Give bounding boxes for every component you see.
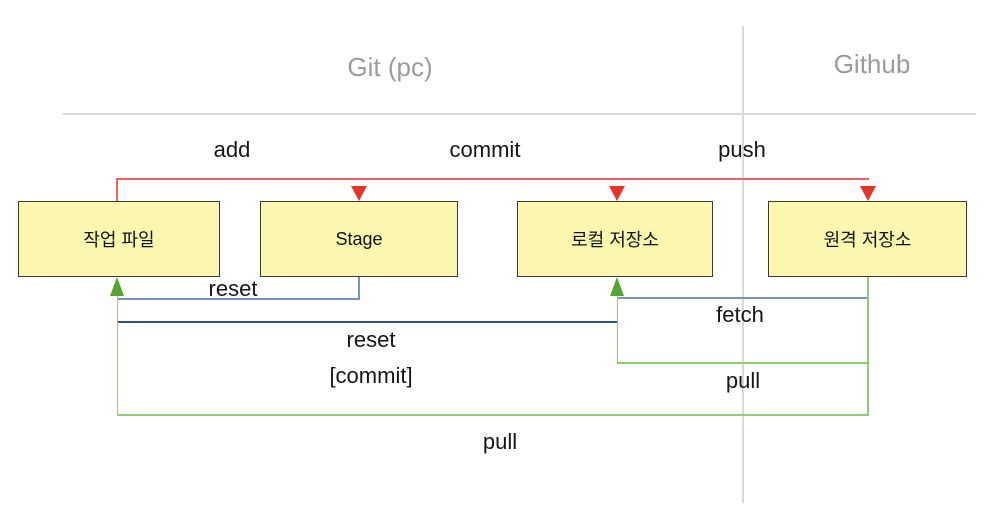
edge-label-add: add xyxy=(213,137,251,162)
edge-pull-mid-vertical-segment xyxy=(616,296,618,363)
green-arrowhead-local-repo-icon xyxy=(610,277,624,296)
section-title-git-pc: Git (pc) xyxy=(347,52,433,82)
edge-label-fetch: fetch xyxy=(716,302,764,327)
edge-red-horizontal-segment xyxy=(116,178,869,180)
node-remote-repo: 원격 저장소 xyxy=(768,201,967,277)
node-stage-label: Stage xyxy=(335,228,383,249)
edge-label-reset-commit-line2: [commit] xyxy=(329,363,413,388)
node-working-files: 작업 파일 xyxy=(18,201,220,277)
section-divider-line xyxy=(742,26,744,503)
green-arrowhead-working-files-icon xyxy=(110,277,124,296)
node-stage: Stage xyxy=(260,201,458,277)
section-title-github: Github xyxy=(833,49,911,79)
edge-label-pull-bottom: pull xyxy=(482,429,518,454)
header-divider-line xyxy=(63,113,976,115)
node-local-repo: 로컬 저장소 xyxy=(517,201,713,277)
edge-reset-horizontal-segment xyxy=(117,298,360,300)
node-working-files-label: 작업 파일 xyxy=(83,230,155,250)
edge-reset-commit-horizontal-segment xyxy=(117,321,618,323)
red-arrowhead-stage-icon xyxy=(351,186,367,201)
edge-pull-mid-horizontal-segment xyxy=(616,362,869,364)
node-remote-repo-label: 원격 저장소 xyxy=(823,230,912,250)
edge-label-reset-stage: reset xyxy=(208,276,258,301)
edge-label-push: push xyxy=(718,137,766,162)
edge-label-reset-commit-line1: reset xyxy=(346,327,396,352)
red-arrowhead-remote-repo-icon xyxy=(860,186,876,201)
edge-pull-bottom-horizontal-segment xyxy=(116,414,869,416)
edge-fetch-horizontal-segment xyxy=(617,297,868,299)
edge-red-vertical-segment xyxy=(116,179,118,202)
node-local-repo-label: 로컬 저장소 xyxy=(571,230,659,250)
edge-label-pull-mid: pull xyxy=(725,368,761,393)
red-arrowhead-local-repo-icon xyxy=(609,186,625,201)
edge-reset-vertical-segment xyxy=(358,277,360,299)
edge-pull-right-vertical-segment xyxy=(867,277,869,415)
edge-pull-left-vertical-segment xyxy=(116,296,118,415)
edge-label-commit: commit xyxy=(449,137,521,162)
